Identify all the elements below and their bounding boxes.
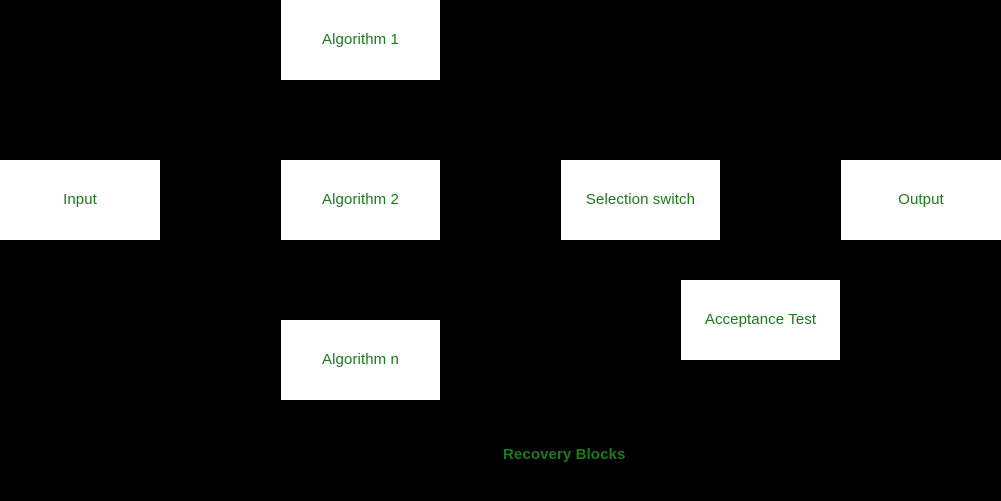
node-algorithm-1[interactable]: Algorithm 1 [281, 0, 440, 80]
node-label: Algorithm 2 [322, 191, 399, 208]
node-label: Algorithm 1 [322, 31, 399, 48]
node-selection-switch[interactable]: Selection switch [561, 160, 720, 240]
node-input[interactable]: Input [0, 160, 160, 240]
node-label: Input [63, 191, 97, 208]
node-label: Output [898, 191, 944, 208]
node-algorithm-n[interactable]: Algorithm n [281, 320, 440, 400]
node-acceptance-test[interactable]: Acceptance Test [681, 280, 840, 360]
node-label: Acceptance Test [704, 311, 817, 328]
node-label: Selection switch [585, 191, 696, 208]
node-label: Algorithm n [322, 351, 399, 368]
node-output[interactable]: Output [841, 160, 1001, 240]
node-algorithm-2[interactable]: Algorithm 2 [281, 160, 440, 240]
diagram-caption: Recovery Blocks [503, 446, 626, 463]
